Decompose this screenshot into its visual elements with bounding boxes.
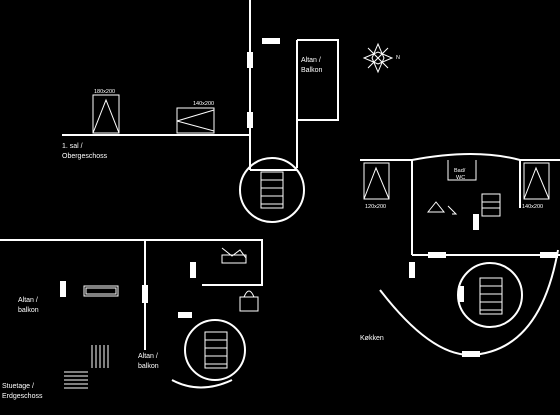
plant-icon	[239, 290, 259, 312]
door-opening	[178, 312, 192, 318]
spiral-stair-annex	[457, 262, 523, 328]
balcony-curve	[171, 379, 233, 389]
window-opening	[247, 112, 253, 128]
compass-north-label: N	[396, 55, 400, 61]
bed-size-label: 120x200	[365, 204, 386, 210]
bed-140x200-right: 140x200	[522, 162, 550, 210]
spiral-stair-upper	[239, 157, 305, 223]
stair-tread-lines	[205, 339, 227, 365]
upper-floor-plan: 180x200 140x200 Altan / Balkon 1. sal / …	[62, 0, 339, 223]
appliance-icon	[221, 247, 247, 264]
window-opening	[473, 214, 479, 230]
bathroom-outline	[447, 160, 477, 181]
stair-steps	[260, 171, 284, 209]
room-label: Køkken	[360, 335, 384, 342]
annex-plan: Bad/ WC 120x200 140x200 Køkken	[360, 153, 560, 357]
sink-icon	[426, 201, 458, 215]
balcony-label: Altan /	[301, 57, 321, 64]
annex-wall-top	[360, 153, 560, 161]
door-opening	[540, 252, 558, 258]
stove-icon	[481, 193, 501, 217]
stove-detail	[482, 201, 500, 209]
stair-steps	[204, 331, 228, 369]
window-opening	[247, 52, 253, 68]
bed-size-label: 180x200	[94, 89, 115, 95]
window-opening	[190, 262, 196, 278]
bed-size-label: 140x200	[522, 204, 543, 210]
window-opening	[409, 262, 415, 278]
balcony-label: balkon	[138, 363, 159, 370]
door-opening	[262, 38, 280, 44]
floor-label: Obergeschoss	[62, 153, 108, 160]
compass-icon: N	[362, 42, 400, 74]
window-opening	[60, 281, 66, 297]
balcony-label: Altan /	[138, 353, 158, 360]
bed-120x200: 120x200	[363, 162, 390, 210]
entrance-steps	[64, 345, 109, 389]
sofa-icon	[83, 285, 119, 297]
spiral-stair-ground	[184, 319, 246, 381]
balcony-label: Altan /	[18, 297, 38, 304]
stair-tread-lines	[480, 285, 502, 311]
floor-label: Erdgeschoss	[2, 393, 43, 400]
window-opening	[458, 286, 464, 302]
stair-steps	[479, 277, 503, 315]
bed-size-label: 140x200	[193, 101, 214, 107]
ground-wall	[0, 239, 146, 350]
room-label: WC	[456, 175, 465, 181]
stair-tread-lines	[261, 179, 283, 205]
window-opening	[142, 285, 148, 303]
floor-label: Stuetage /	[2, 383, 34, 390]
bed-140x200-top: 140x200	[176, 101, 215, 134]
bed-180x200-top: 180x200	[92, 89, 120, 134]
balcony-outline-top	[297, 39, 339, 121]
door-opening	[428, 252, 446, 258]
annex-curved-wall	[379, 249, 559, 357]
room-label: Bad/	[454, 168, 466, 174]
floor-label: 1. sal /	[62, 143, 83, 150]
door-opening	[462, 351, 480, 357]
balcony-label: Balkon	[301, 67, 323, 74]
ground-wall	[145, 239, 263, 286]
balcony-label: balkon	[18, 307, 39, 314]
ground-floor-plan: Altan / balkon Altan / balkon Stuetage /…	[0, 239, 263, 400]
